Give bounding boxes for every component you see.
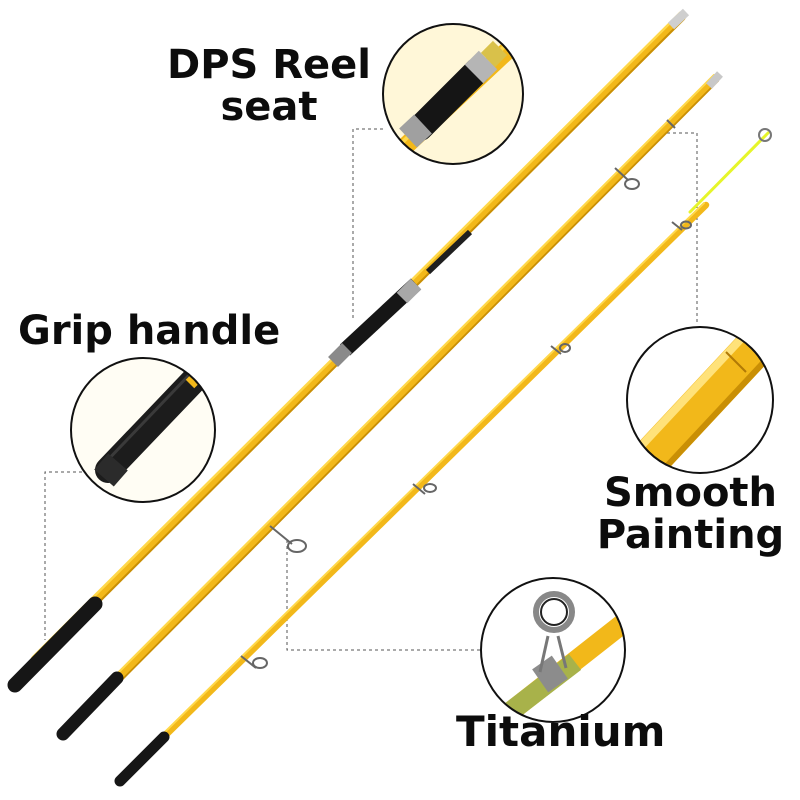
rod-three-blank — [116, 201, 710, 784]
reel-seat-label: DPS Reel seat — [163, 44, 375, 129]
leader-smooth — [667, 132, 698, 325]
reel-seat-closeup — [382, 23, 524, 165]
leader-titanium — [286, 540, 481, 651]
grip-handle-closeup — [70, 357, 216, 503]
rod-two-guides — [269, 119, 676, 553]
reel-seat-label-line1: DPS Reel — [166, 42, 372, 88]
rod-three — [114, 128, 772, 787]
rod-three-neon-tip — [688, 131, 770, 214]
smooth-painting-label-line2: Painting — [596, 512, 785, 559]
smooth-painting-label-line1: Smooth — [603, 470, 778, 516]
titanium-label: Titanium — [456, 707, 666, 756]
rod-one — [7, 8, 690, 693]
reel-seat-label-line2: seat — [220, 84, 318, 131]
rod-two — [56, 71, 723, 741]
smooth-painting-label: Smooth Painting — [593, 472, 788, 557]
dashed-leader-lines — [44, 128, 698, 651]
leader-reel-seat — [352, 128, 383, 318]
painted-blank-closeup — [626, 326, 774, 474]
rod-three-butt-grip — [114, 731, 170, 787]
rod-two-blank — [74, 74, 720, 722]
rod-three-guides — [240, 220, 692, 669]
titanium-guide-closeup — [480, 577, 626, 723]
rod-two-butt-grip — [56, 671, 124, 741]
grip-handle-label: Grip handle — [18, 308, 281, 354]
leader-grip — [44, 471, 88, 640]
rod-one-butt-grip — [7, 596, 103, 693]
